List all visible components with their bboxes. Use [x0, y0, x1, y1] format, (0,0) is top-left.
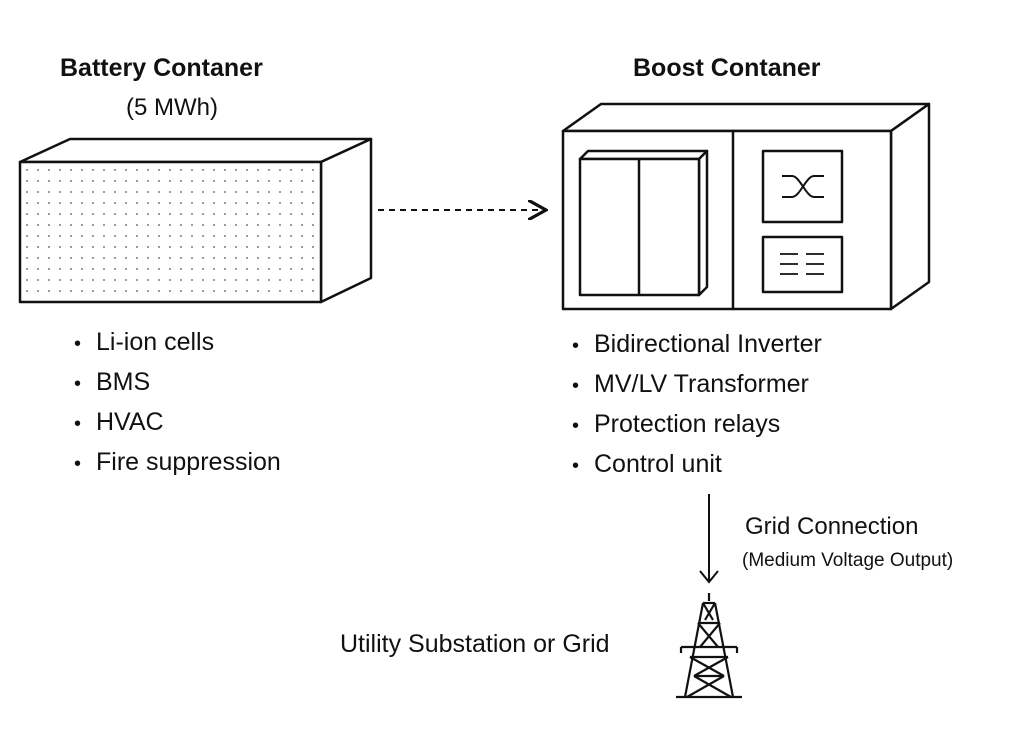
- boost-container-icon: [561, 102, 931, 311]
- list-item: Li-ion cells: [74, 322, 281, 362]
- list-item: MV/LV Transformer: [572, 364, 822, 404]
- list-item: Control unit: [572, 444, 822, 484]
- battery-container-icon: [18, 137, 373, 304]
- list-item: Protection relays: [572, 404, 822, 444]
- boost-container-title: Boost Contaner: [633, 54, 821, 82]
- down-arrow-icon: [699, 494, 719, 584]
- utility-substation-label: Utility Substation or Grid: [340, 630, 610, 658]
- list-item: BMS: [74, 362, 281, 402]
- list-item: HVAC: [74, 402, 281, 442]
- grid-connection-sublabel: (Medium Voltage Output): [742, 550, 954, 571]
- transmission-tower-icon: [676, 593, 742, 699]
- switch-symbol-icon: [761, 149, 844, 224]
- battery-capacity-label: (5 MWh): [126, 94, 218, 121]
- list-item: Bidirectional Inverter: [572, 324, 822, 364]
- grid-connection-label: Grid Connection: [745, 513, 919, 540]
- list-item: Fire suppression: [74, 442, 281, 482]
- control-panel-icon: [761, 235, 844, 294]
- battery-feature-list: Li-ion cells BMS HVAC Fire suppression: [74, 322, 281, 482]
- inverter-cabinet-icon: [578, 149, 709, 297]
- battery-container-title: Battery Contaner: [60, 54, 263, 82]
- boost-feature-list: Bidirectional Inverter MV/LV Transformer…: [572, 324, 822, 484]
